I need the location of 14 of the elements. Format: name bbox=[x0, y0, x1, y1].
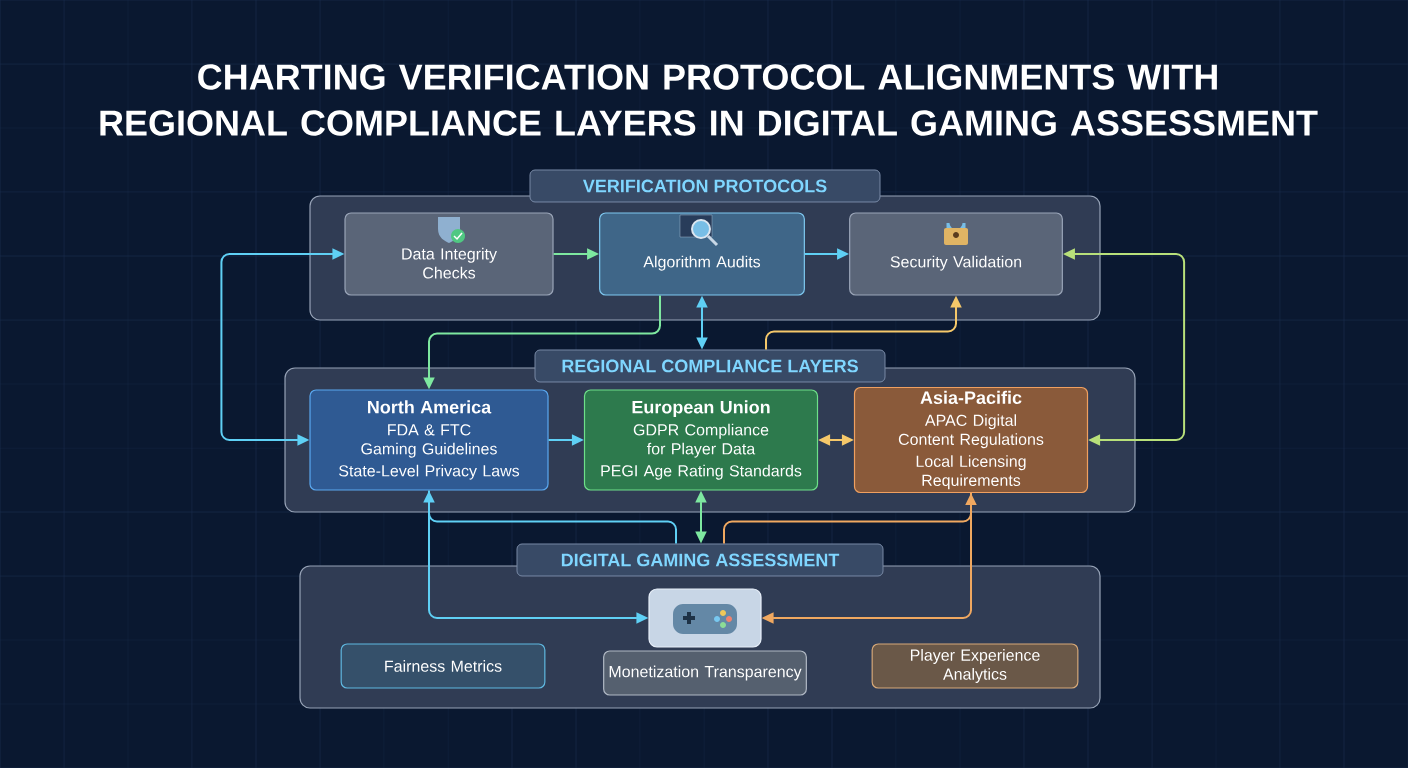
panel-heading: DIGITAL GAMING ASSESSMENT bbox=[516, 543, 884, 577]
title: CHARTING VERIFICATION PROTOCOL ALIGNMENTS WITH REGIONAL COMPLIANCE LAYERS IN DIGITAL GAMING ASSESSMENT bbox=[100, 64, 1318, 136]
region-box: European Union GDPR Compliance for Player Data PEGI Age Rating Standards bbox=[583, 389, 819, 491]
metric-box: Fairness Metrics bbox=[340, 643, 546, 689]
metric-box: Player Experience Analytics bbox=[871, 643, 1079, 689]
panel-heading: REGIONAL COMPLIANCE LAYERS bbox=[534, 349, 886, 383]
gamepad-drawing bbox=[648, 588, 762, 648]
metric-box: Monetization Transparency bbox=[603, 650, 807, 696]
process-box: Security Validation bbox=[849, 212, 1063, 296]
region-box: North America FDA & FTC Gaming Guidelines State-Level Privacy Laws bbox=[309, 389, 549, 491]
panel-heading: VERIFICATION PROTOCOLS bbox=[529, 169, 881, 203]
process-box: Data Integrity Checks bbox=[344, 212, 554, 296]
region-box: Asia-Pacific APAC Digital Content Regulations Local Licensing Requirements bbox=[853, 386, 1089, 494]
process-box: Algorithm Audits bbox=[599, 212, 805, 296]
